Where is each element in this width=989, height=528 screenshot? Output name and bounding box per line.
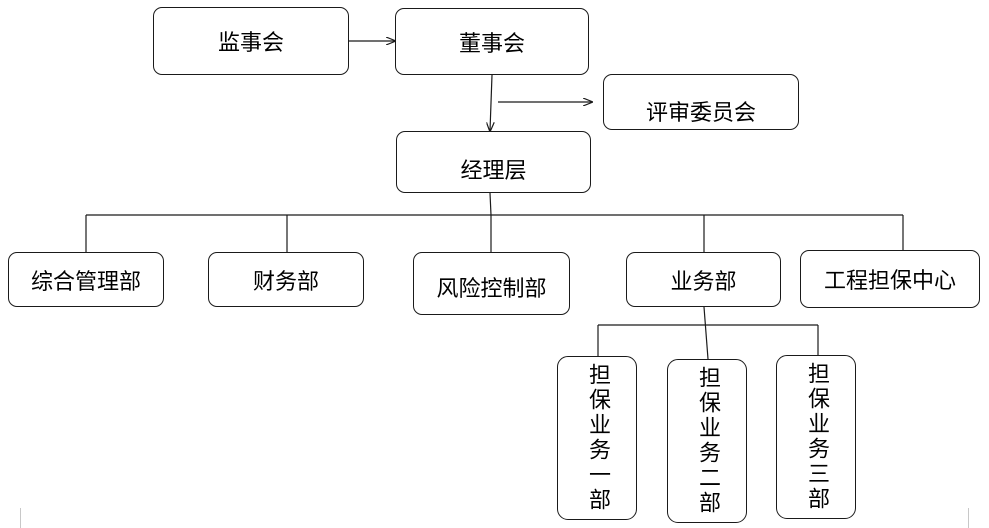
node-review-committee: 评审委员会 [603,74,799,130]
node-finance-dept: 财务部 [208,252,364,307]
node-label: 担保业务二部 [695,366,720,516]
line-management-down [489,192,492,216]
node-guarantee-dept-3: 担保业务三部 [776,355,856,519]
node-guarantee-dept-2: 担保业务二部 [667,359,747,523]
node-label: 监事会 [217,31,284,56]
node-guarantee-dept-1: 担保业务一部 [557,356,637,520]
node-label: 经理层 [460,159,527,184]
node-risk-control-dept: 风险控制部 [413,252,570,315]
node-label: 评审委员会 [645,101,756,126]
node-label: 董事会 [458,31,525,57]
node-business-dept: 业务部 [626,252,781,307]
node-label: 担保业务一部 [585,363,610,513]
node-label: 综合管理部 [30,269,141,295]
page-corner-mark-left [0,508,21,528]
node-supervisory-board: 监事会 [153,7,349,75]
node-board-of-directors: 董事会 [395,8,589,75]
node-engineering-guarantee-center: 工程担保中心 [800,250,980,308]
arrow-board-to-management [490,74,492,131]
page-corner-mark-right [968,508,989,528]
node-label: 工程担保中心 [823,269,956,294]
node-label: 担保业务三部 [804,362,829,512]
node-label: 业务部 [670,269,737,295]
line-business-to-dept2 [703,306,709,360]
node-management: 经理层 [396,131,591,193]
node-general-management-dept: 综合管理部 [8,252,164,307]
node-label: 风险控制部 [436,276,547,302]
node-label: 财务部 [252,269,319,295]
